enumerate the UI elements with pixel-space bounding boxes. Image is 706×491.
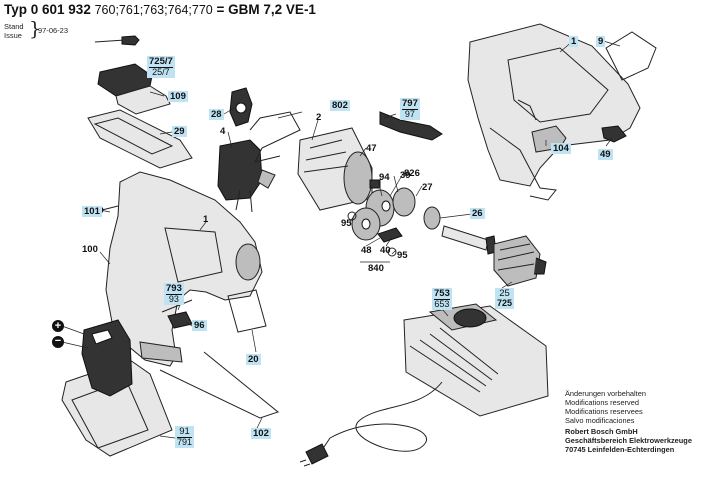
part-number-725-7: 725/7 <box>149 56 173 67</box>
cover-drawing <box>87 109 193 169</box>
part-label-1-housing-half[interactable]: 1 <box>203 214 209 225</box>
strap-drawing <box>379 111 443 141</box>
shaft-drawing <box>347 211 403 257</box>
part-label-96[interactable]: 96 <box>192 320 207 331</box>
motor-drawing <box>297 127 381 211</box>
battery-drawing <box>61 319 173 457</box>
part-number-91: 91 <box>179 426 190 437</box>
housing-half-drawing <box>105 171 263 367</box>
part-label-102[interactable]: 102 <box>251 428 271 439</box>
company-name: Robert Bosch GmbH <box>565 427 638 436</box>
part-label-91[interactable]: 91 791 <box>175 426 195 448</box>
part-number-97: 97 <box>402 108 418 120</box>
issue-block: Stand Issue <box>4 22 24 40</box>
chuck-drawing <box>493 235 547 287</box>
part-label-48[interactable]: 48 <box>361 245 372 256</box>
stand-label: Stand <box>4 22 24 31</box>
footer-line-de: Änderungen vorbehalten <box>565 389 646 398</box>
model-variants: 760;761;763;764;770 <box>94 3 213 17</box>
part-number-725: 725 <box>497 297 513 308</box>
part-number-791: 791 <box>177 436 193 447</box>
company-address: 70745 Leinfelden-Echterdingen <box>565 445 675 454</box>
part-label-101[interactable]: 101 <box>82 206 102 217</box>
part-label-826[interactable]: 826 <box>404 168 420 179</box>
minus-terminal-icon: − <box>52 336 64 348</box>
latch-drawing <box>97 63 171 115</box>
part-label-100[interactable]: 100 <box>82 244 98 255</box>
part-label-4[interactable]: 4 <box>220 126 226 137</box>
plus-terminal-icon: + <box>52 320 64 332</box>
document-title: Typ 0 601 932 760;761;763;764;770 = GBM … <box>4 2 316 17</box>
part-label-95-upper[interactable]: 95 <box>341 218 352 229</box>
part-label-27[interactable]: 27 <box>422 182 433 193</box>
gear-set-drawing <box>351 187 416 241</box>
power-cord-drawing <box>299 381 443 467</box>
part-number-25-7: 25/7 <box>149 66 173 78</box>
part-label-840[interactable]: 840 <box>368 263 384 274</box>
part-number-793: 793 <box>166 283 182 294</box>
clip-drawing <box>601 125 627 143</box>
switch-drawing <box>217 139 276 213</box>
switch-button-drawing <box>229 87 253 127</box>
part-number-753: 753 <box>434 288 450 299</box>
typ-prefix: Typ <box>4 2 27 17</box>
footer-line-es: Salvo modificaciones <box>565 416 635 425</box>
part-label-753[interactable]: 753 653 <box>432 288 452 310</box>
part-label-49[interactable]: 49 <box>598 149 613 160</box>
part-number-653: 653 <box>434 298 450 309</box>
footer-line-fr: Modifications reservees <box>565 407 643 416</box>
part-label-39[interactable]: 39 <box>400 170 411 181</box>
charger-drawing <box>403 303 549 417</box>
company-division: Geschäftsbereich Elektrowerkzeuge <box>565 436 692 445</box>
part-label-95-lower[interactable]: 95 <box>397 250 408 261</box>
part-number-93: 93 <box>166 293 182 305</box>
plate20-drawing <box>227 289 267 333</box>
issue-label: Issue <box>4 31 22 40</box>
footer-line-en: Modifications reserved <box>565 398 639 407</box>
part-label-793[interactable]: 793 93 <box>164 283 184 305</box>
cover-plate-drawing <box>605 31 657 81</box>
issue-date: 97-06-23 <box>38 26 69 35</box>
part-label-94[interactable]: 94 <box>379 172 390 183</box>
part-label-797[interactable]: 797 97 <box>400 98 420 120</box>
part-label-802[interactable]: 802 <box>330 100 350 111</box>
clip96-drawing <box>161 299 193 329</box>
part-label-25[interactable]: 25 725 <box>495 288 515 309</box>
part-number-797: 797 <box>402 98 418 109</box>
part-label-28[interactable]: 28 <box>209 109 224 120</box>
part-label-1-right-housing[interactable]: 1 <box>569 36 579 47</box>
part-label-109[interactable]: 109 <box>168 91 188 102</box>
part-number-25: 25 <box>499 288 510 299</box>
wire-drawing <box>249 111 301 163</box>
part-label-26[interactable]: 26 <box>470 208 485 219</box>
tool-name: = GBM 7,2 VE-1 <box>216 2 316 17</box>
part-label-47[interactable]: 47 <box>366 143 377 154</box>
part-label-725-7[interactable]: 725/7 25/7 <box>147 56 175 78</box>
part-label-40[interactable]: 40 <box>380 245 391 256</box>
wire102-drawing <box>159 351 280 419</box>
part-label-2[interactable]: 2 <box>316 112 322 123</box>
part-label-29[interactable]: 29 <box>172 126 187 137</box>
issue-brace: } <box>29 18 42 40</box>
part-label-20[interactable]: 20 <box>246 354 261 365</box>
bit-drawing <box>94 35 140 46</box>
part-number: 0 601 932 <box>30 2 91 17</box>
part-label-9[interactable]: 9 <box>596 36 606 47</box>
footer-block: Änderungen vorbehalten Modifications res… <box>565 389 692 454</box>
part-label-104[interactable]: 104 <box>551 143 571 154</box>
